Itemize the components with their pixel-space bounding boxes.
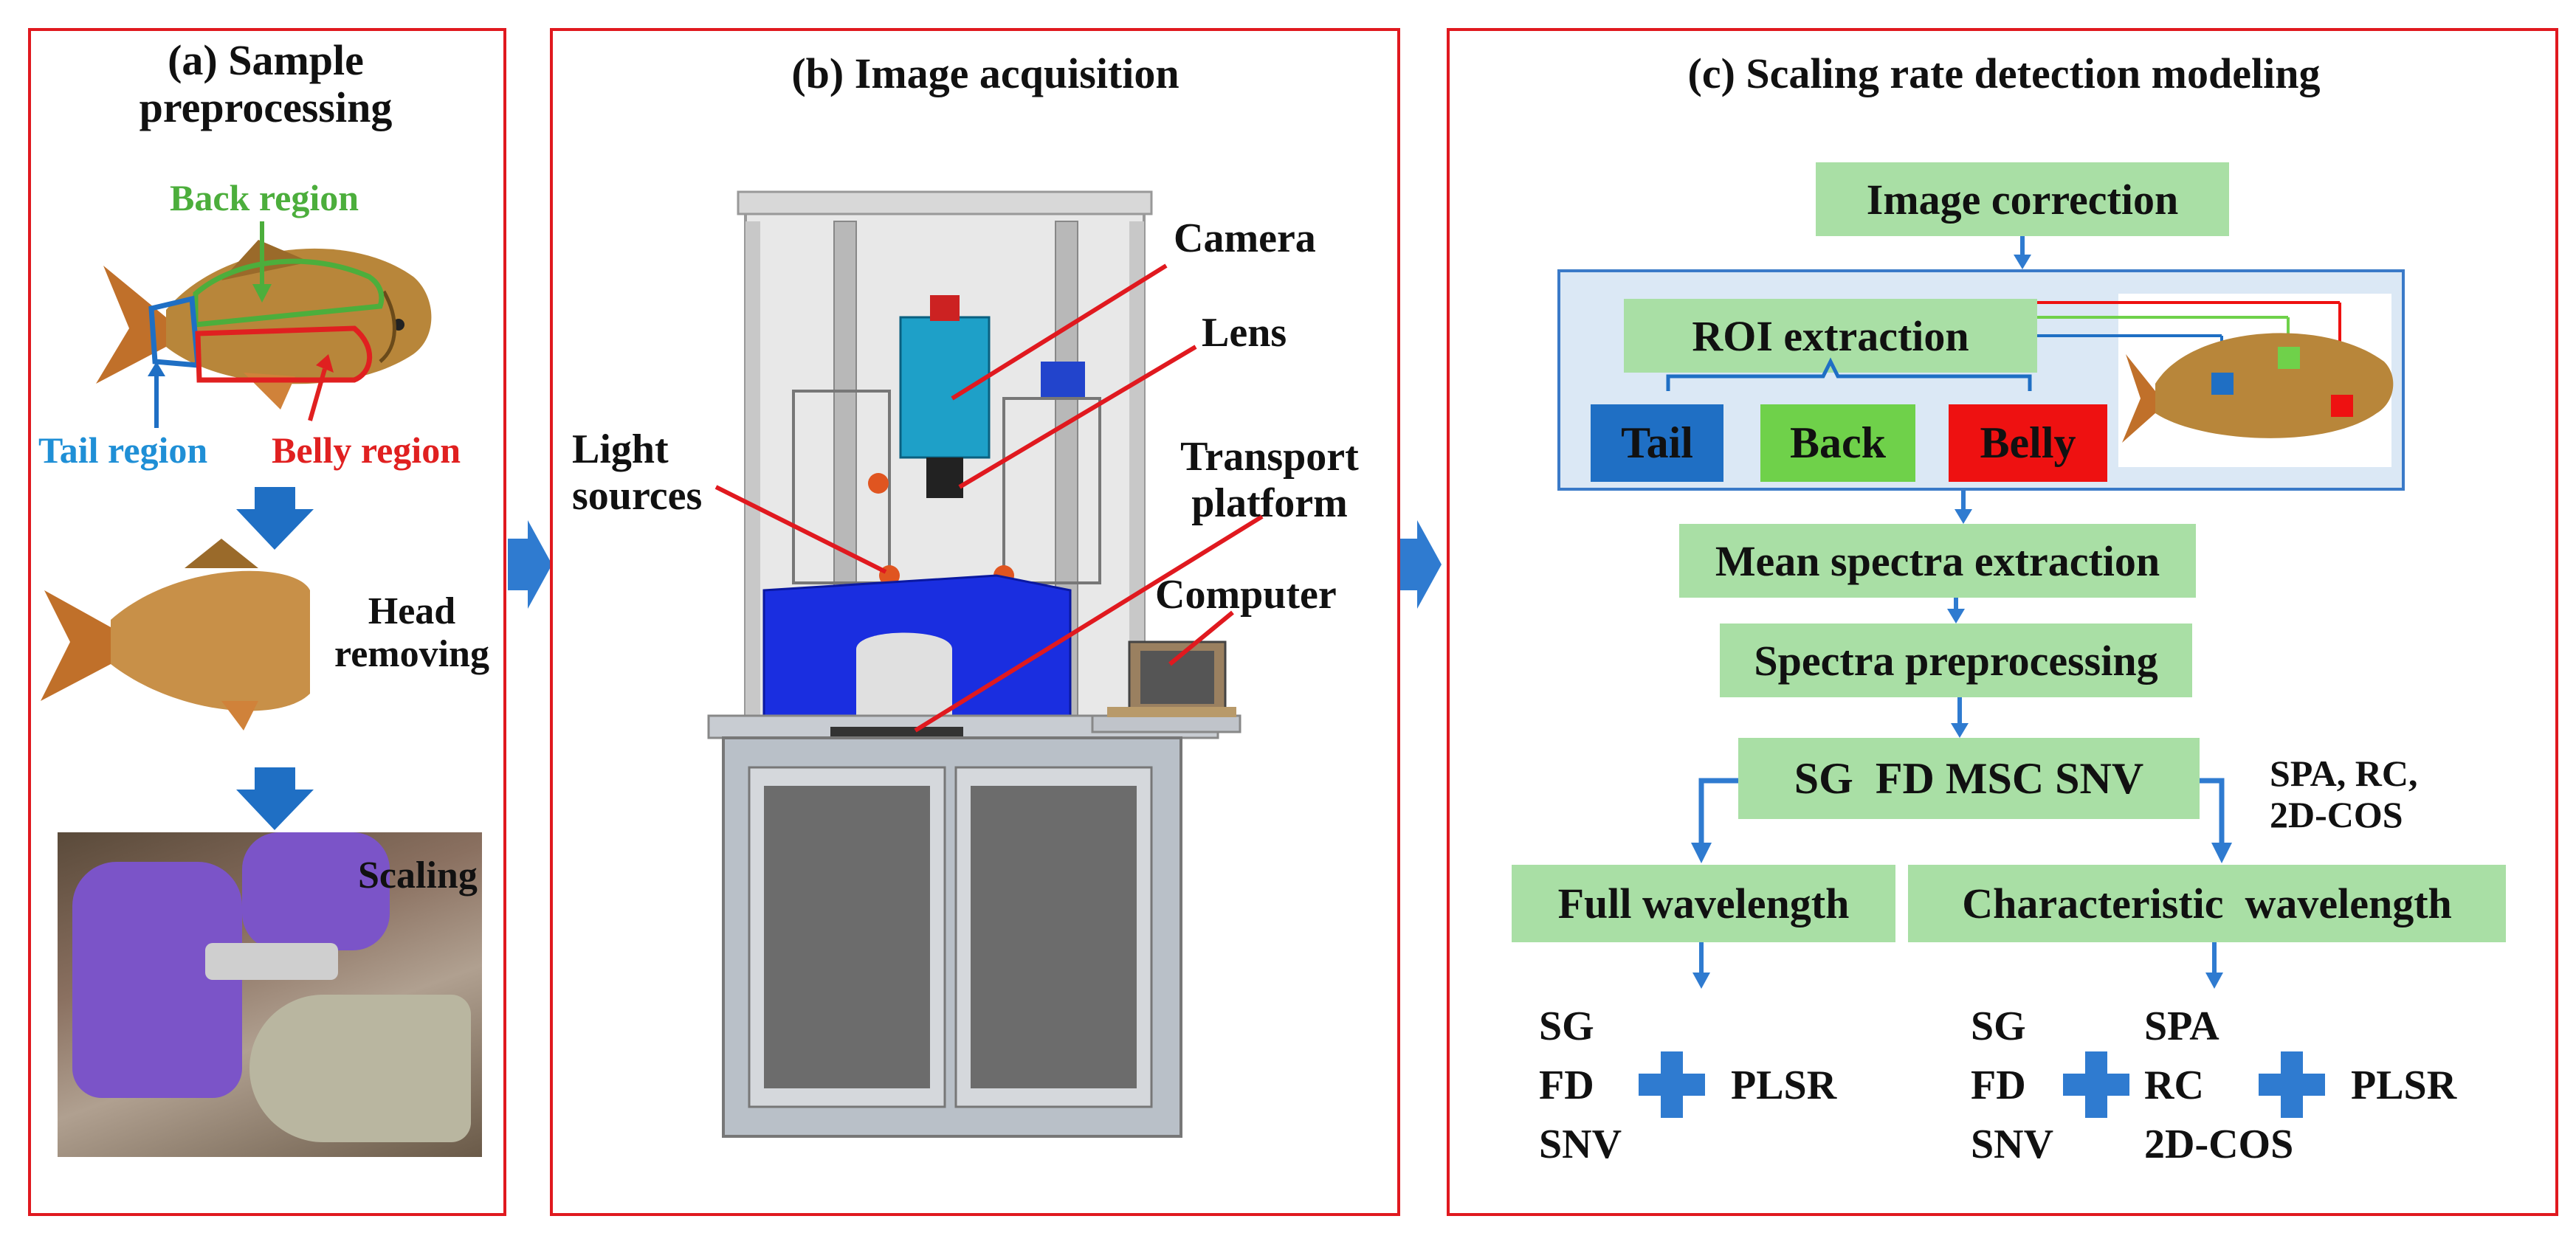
- lens-label: Lens: [1202, 310, 1287, 356]
- right-selection-2: RC: [2144, 1063, 2204, 1108]
- camera-label: Camera: [1174, 215, 1316, 261]
- panel-a-title: (a) Sample preprocessing: [139, 36, 393, 131]
- image-correction-box: Image correction: [1816, 162, 2229, 236]
- light-sources-label: Light sources: [572, 426, 703, 519]
- left-method-3: SNV: [1539, 1122, 1622, 1167]
- spectra-preprocessing-box: Spectra preprocessing: [1720, 624, 2192, 697]
- glove-icon: [72, 862, 242, 1098]
- right-method-3: SNV: [1971, 1122, 2054, 1167]
- full-wavelength-box: Full wavelength: [1512, 865, 1895, 942]
- left-method-2: FD: [1539, 1063, 1594, 1108]
- right-model: PLSR: [2351, 1063, 2457, 1108]
- right-method-1: SG: [1971, 1004, 2026, 1049]
- belly-region-label: Belly region: [272, 429, 461, 471]
- belly-box: Belly: [1949, 404, 2107, 482]
- panel-image-acquisition: [550, 28, 1400, 1216]
- back-box: Back: [1760, 404, 1915, 482]
- glove-icon: [242, 832, 390, 950]
- head-removing-label: Head removing: [334, 590, 489, 676]
- right-selection-3: 2D-COS: [2144, 1122, 2294, 1167]
- scaling-photo: [58, 832, 482, 1157]
- right-method-2: FD: [1971, 1063, 2026, 1108]
- roi-fish-image: [2118, 294, 2391, 467]
- panel-b-title: (b) Image acquisition: [791, 49, 1179, 97]
- tail-box: Tail: [1591, 404, 1723, 482]
- characteristic-wavelength-box: Characteristic wavelength: [1908, 865, 2506, 942]
- tail-region-label: Tail region: [38, 429, 208, 471]
- panel-c-title: (c) Scaling rate detection modeling: [1687, 49, 2321, 97]
- mean-spectra-box: Mean spectra extraction: [1679, 524, 2196, 598]
- computer-label: Computer: [1155, 572, 1337, 618]
- right-selection-1: SPA: [2144, 1004, 2219, 1049]
- scaling-label: Scaling: [358, 854, 478, 897]
- selection-methods-label: SPA, RC, 2D-COS: [2270, 753, 2418, 835]
- scaler-tool-icon: [205, 943, 338, 980]
- panel-detection-modeling: [1447, 28, 2558, 1216]
- preprocessing-methods-box: SG FD MSC SNV: [1738, 738, 2200, 819]
- back-region-label: Back region: [170, 177, 359, 218]
- left-model: PLSR: [1731, 1063, 1837, 1108]
- roi-extraction-box: ROI extraction: [1624, 299, 2037, 373]
- fish-body-icon: [249, 995, 471, 1142]
- transport-platform-label: Transport platform: [1180, 434, 1359, 526]
- left-method-1: SG: [1539, 1004, 1594, 1049]
